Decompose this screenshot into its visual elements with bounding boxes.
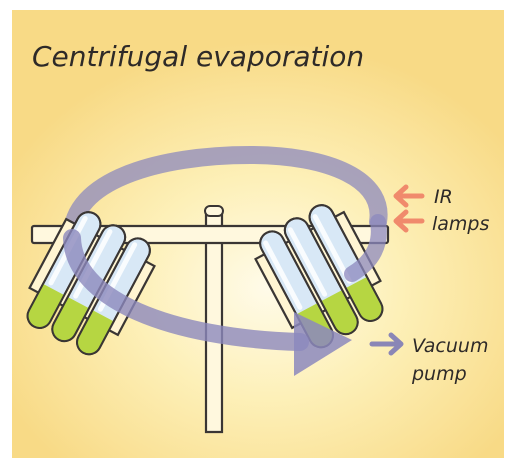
left-tube-1 — [23, 211, 102, 333]
arrow-left-icon — [393, 184, 425, 233]
shaft-cap — [204, 205, 224, 217]
right-tube-3 — [308, 204, 387, 326]
rotation-arrow-icon — [63, 229, 309, 351]
rotation-band-back — [62, 145, 388, 247]
ir-label-line1: IR — [434, 186, 453, 208]
diagram-title: Centrifugal evaporation — [32, 40, 364, 73]
rotation-band-right-tail — [344, 214, 387, 282]
centrifuge-shaft — [204, 212, 224, 434]
vacuum-label-line1: Vacuum — [412, 335, 488, 357]
right-bucket — [254, 204, 387, 352]
arrow-right-icon — [369, 332, 404, 356]
rotation-arrowhead — [294, 312, 352, 376]
right-tube-2 — [283, 217, 362, 339]
vacuum-label-line2: pump — [411, 363, 467, 385]
ir-label-line2: lamps — [432, 213, 489, 235]
